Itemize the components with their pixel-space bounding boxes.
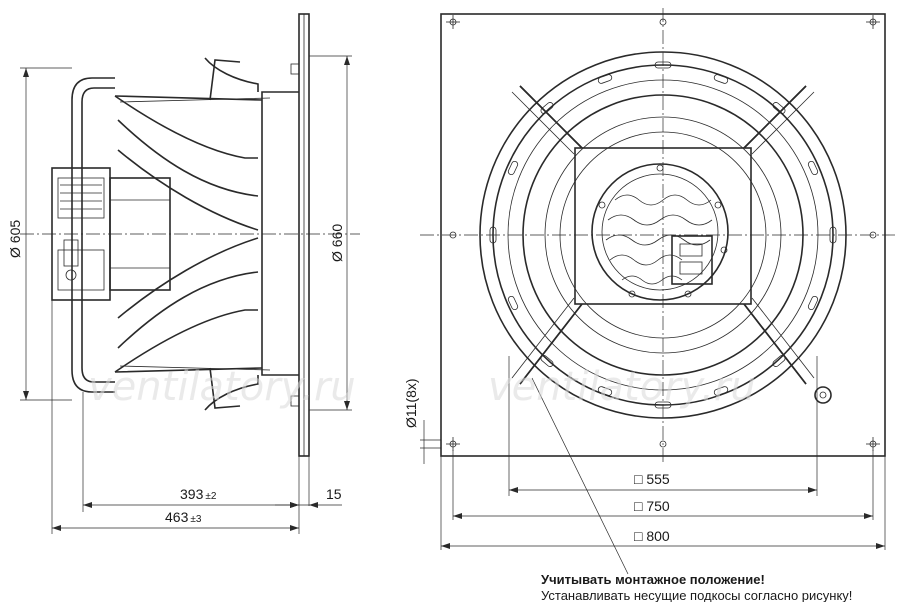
note-body: Устанавливать несущие подкосы согласно р… [541,588,852,602]
motor-front [591,163,729,301]
note-leader-line [531,377,629,575]
inlet-rings [479,51,847,419]
dim-middle-label: □ 750 [634,498,670,514]
impeller-blades-side [114,57,259,411]
mounting-holes [446,15,880,451]
dim-outer-label: □ 800 [634,528,670,544]
front-view: Ø11(8x) □ 555 □ 750 □ 800 [403,8,895,575]
dim-plate-diameter [309,55,352,411]
dim-depth-lines [51,300,342,534]
watermark-right: ventilatory.ru [488,364,756,410]
ground-marker [814,386,832,404]
dim-inlet-diameter [20,67,72,401]
impeller-slots [489,61,837,409]
dim-squares [440,356,886,550]
support-struts-front [511,85,815,385]
dim-depth-total-label: 463±3 [165,509,202,525]
dim-hole [420,420,441,464]
dim-hole-label: Ø11(8x) [403,378,419,428]
note-title: Учитывать монтажное положение! [541,572,765,587]
dim-plate-thickness-label: 15 [326,486,342,502]
dim-inner-label: □ 555 [634,471,670,487]
dim-plate-diameter-label: Ø 660 [329,224,345,262]
dim-depth-main-label: 393±2 [180,486,217,502]
motor-frame [574,147,752,305]
dim-inlet-diameter-label: Ø 605 [7,220,23,258]
support-struts-side [71,77,115,393]
side-view: Ø 605 Ø 660 393±2 15 463±3 [7,13,360,534]
watermark-left: ventilatory.ru [88,364,356,410]
motor-side [51,167,171,301]
plate-bolts-side [290,63,300,407]
